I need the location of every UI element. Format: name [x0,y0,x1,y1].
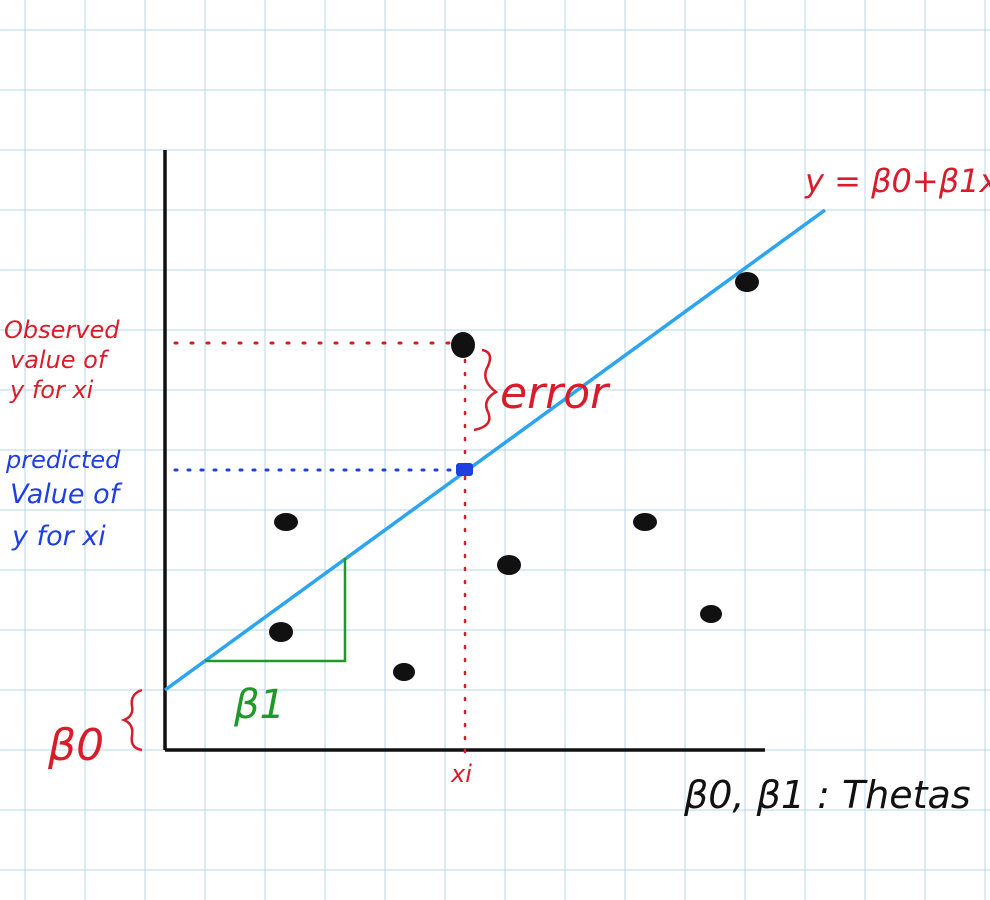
predicted-point [456,463,473,476]
beta0-brace [120,688,143,752]
data-point [735,272,759,292]
thetas-label: β0, β1 : Thetas [683,773,971,817]
data-point [633,513,657,531]
data-point [269,622,293,642]
observed-label-line-1: Observed [4,316,120,344]
observed-label-line-3: y for xi [9,376,94,404]
data-point [274,513,298,531]
slope-triangle [205,558,347,663]
observed-label-line-2: value of [10,346,110,374]
xi-label: xi [450,760,472,788]
error-label: error [500,368,611,419]
error-brace [473,348,499,432]
beta0-label: β0 [47,720,104,771]
data-point [700,605,722,623]
data-point [497,555,521,575]
predicted-label-line-3: y for xi [11,521,106,552]
beta1-label: β1 [233,682,285,728]
data-point [393,663,415,681]
predicted-label-line-2: Value of [10,479,123,510]
observed-data-point [451,332,475,358]
regression-line [163,208,827,692]
predicted-label-line-1: predicted [5,446,121,474]
equation-label: y = β0+β1x [804,162,990,200]
